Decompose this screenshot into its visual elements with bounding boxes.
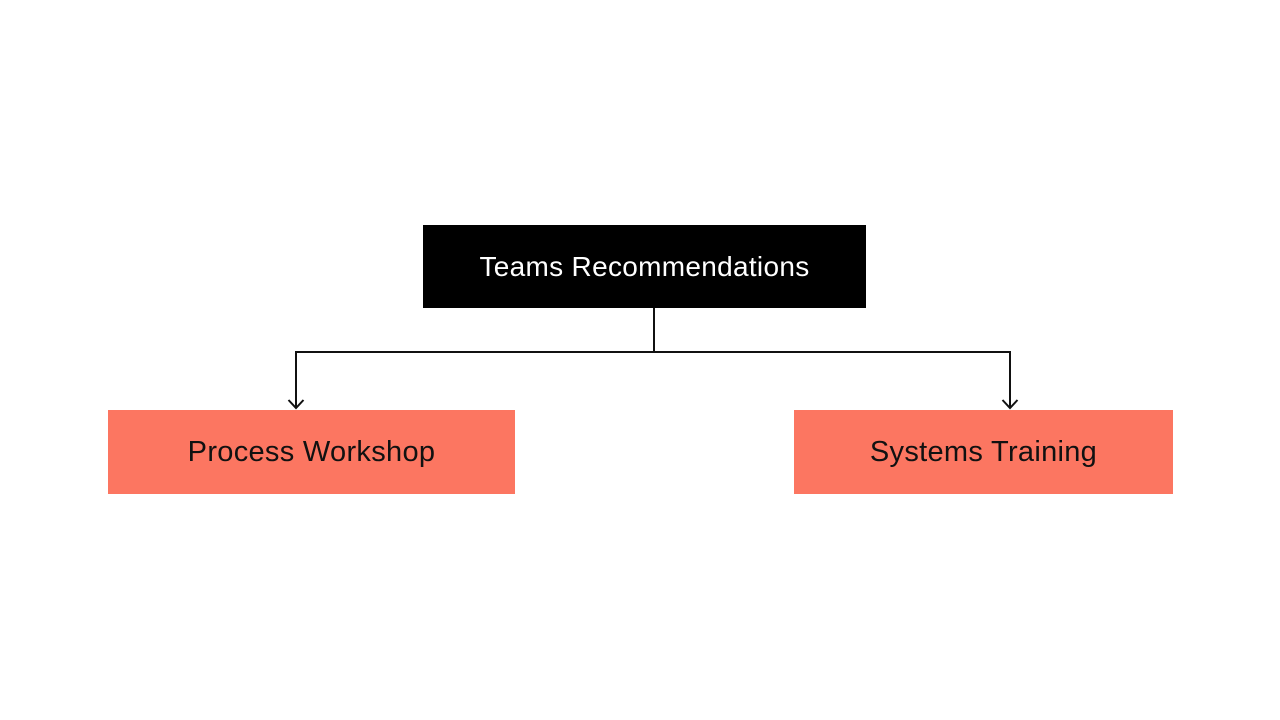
node-teams-recommendations[interactable]: Teams Recommendations: [423, 225, 866, 308]
arrowhead-left-icon: [287, 399, 305, 410]
arrowhead-right-icon: [1001, 399, 1019, 410]
node-label: Systems Training: [869, 435, 1098, 468]
node-label: Process Workshop: [187, 435, 436, 468]
node-process-workshop[interactable]: Process Workshop: [108, 410, 515, 494]
node-label: Teams Recommendations: [479, 250, 810, 282]
node-systems-training[interactable]: Systems Training: [794, 410, 1173, 494]
